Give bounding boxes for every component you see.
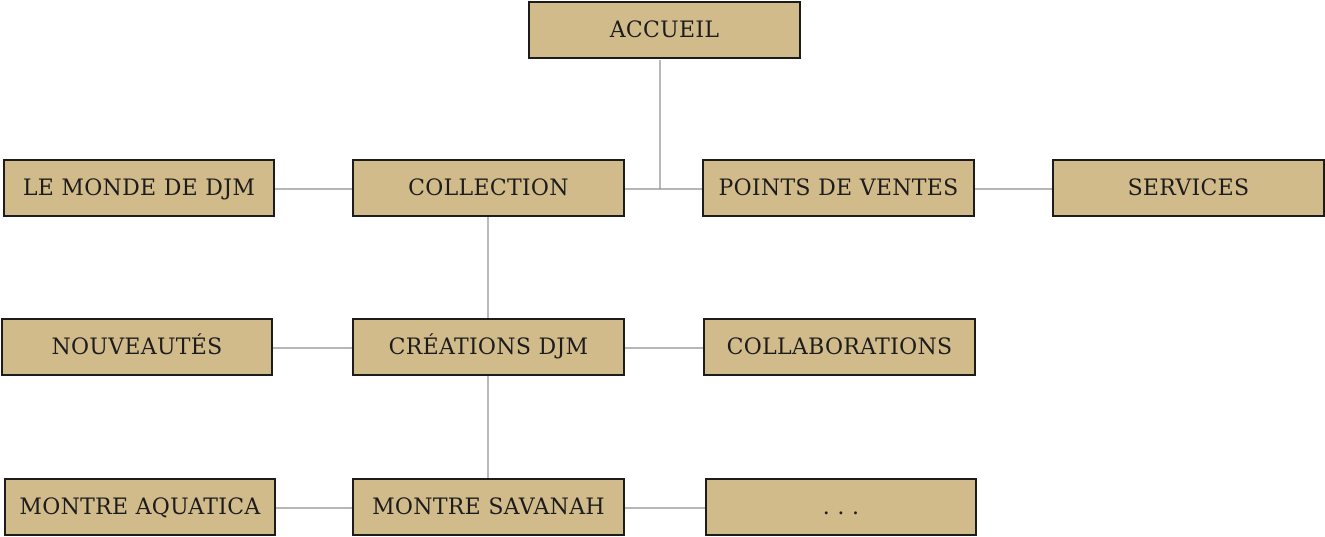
node-accueil[interactable]: ACCUEIL <box>528 1 801 59</box>
node-creations-djm[interactable]: CRÉATIONS DJM <box>352 318 625 376</box>
node-montre-aquatica[interactable]: MONTRE AQUATICA <box>4 478 276 536</box>
node-points-de-ventes[interactable]: POINTS DE VENTES <box>702 159 975 217</box>
node-services[interactable]: SERVICES <box>1052 159 1325 217</box>
node-le-monde-de-djm[interactable]: LE MONDE DE DJM <box>3 159 275 217</box>
node-collection[interactable]: COLLECTION <box>352 159 625 217</box>
node-nouveautes[interactable]: NOUVEAUTÉS <box>1 318 273 376</box>
node-collaborations[interactable]: COLLABORATIONS <box>703 318 976 376</box>
node-more[interactable]: . . . <box>705 478 977 536</box>
node-montre-savanah[interactable]: MONTRE SAVANAH <box>352 478 625 536</box>
